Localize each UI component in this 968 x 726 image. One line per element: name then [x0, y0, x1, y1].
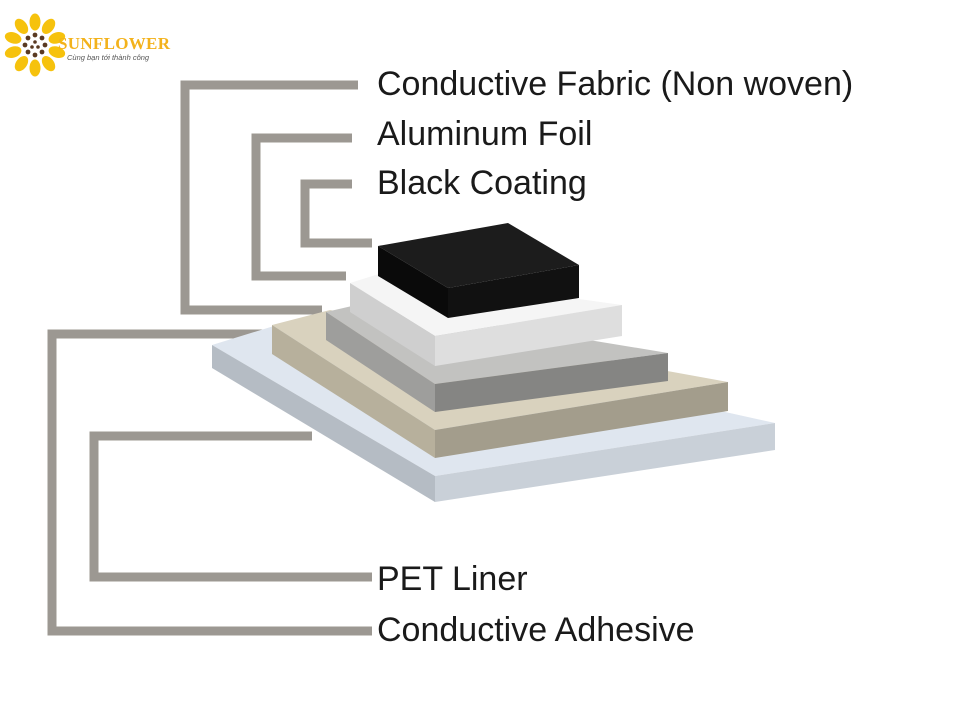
black-coating-layer [378, 223, 579, 318]
leader-conductive-fabric [180, 80, 358, 315]
leader-lines [47, 80, 372, 636]
label-conductive-adhesive: Conductive Adhesive [377, 611, 695, 649]
leader-black-coating [300, 179, 372, 248]
label-aluminum-foil: Aluminum Foil [377, 115, 593, 153]
logo-text-block: SUNFLOWER Cùng bạn tới thành công [58, 34, 171, 63]
label-pet-liner: PET Liner [377, 560, 528, 598]
label-black-coating: Black Coating [377, 164, 587, 202]
label-conductive-fabric: Conductive Fabric (Non woven) [377, 65, 854, 103]
logo-tagline: Cùng bạn tới thành công [67, 53, 150, 62]
leader-pet-liner [89, 431, 372, 582]
leader-aluminum-foil [251, 133, 352, 281]
leader-conductive-adhesive [47, 329, 372, 636]
logo-name: SUNFLOWER [58, 34, 171, 53]
sunflower-logo-icon [4, 13, 66, 77]
